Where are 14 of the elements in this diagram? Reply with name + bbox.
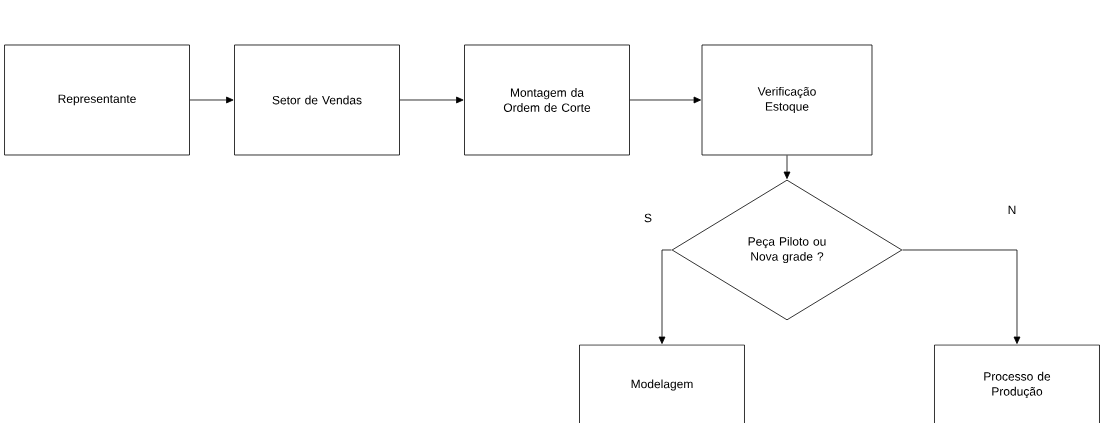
arrow xyxy=(902,249,1021,344)
arrow xyxy=(783,155,791,179)
arrow xyxy=(629,96,701,104)
edge-label: N xyxy=(1006,204,1018,216)
edge-label: S xyxy=(643,212,653,224)
process-box: Montagem da Ordem de Corte xyxy=(464,44,630,156)
process-box: Verificação Estoque xyxy=(701,44,873,156)
process-box: Representante xyxy=(4,44,190,156)
arrow xyxy=(658,249,672,344)
process-box: Modelagem xyxy=(579,344,745,423)
process-box: Setor de Vendas xyxy=(234,44,400,156)
arrow xyxy=(399,96,464,104)
process-box: Processo de Produção xyxy=(934,344,1100,423)
arrow xyxy=(189,96,234,104)
